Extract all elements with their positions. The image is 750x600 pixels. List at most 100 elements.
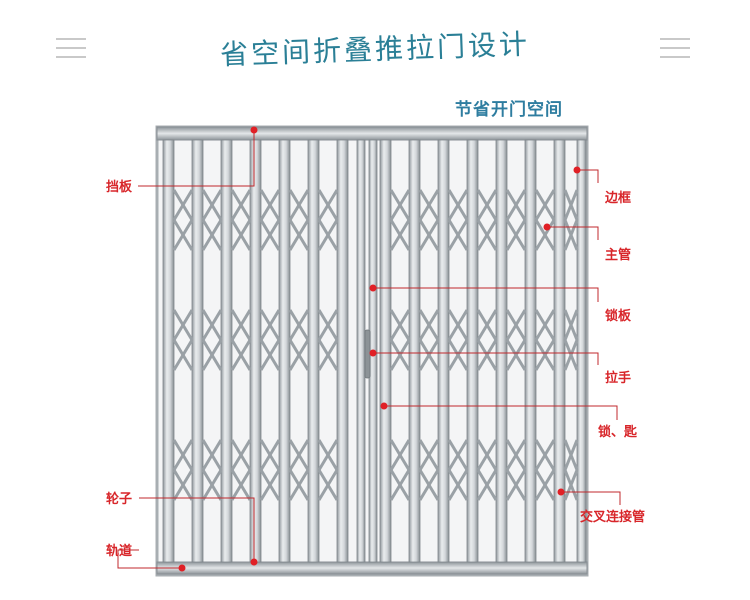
cross-link [447,469,469,501]
cross-link [201,219,223,251]
callout-handle-line [373,352,599,365]
cross-link [418,339,440,371]
cross-link [447,439,469,471]
cross-link [476,189,498,221]
door-handle [364,329,371,379]
vertical-bar [307,139,320,563]
cross-link [476,439,498,471]
cross-link [288,439,310,471]
cross-link [201,439,223,471]
label-wheel: 轮子 [106,492,133,507]
cross-link [230,339,252,371]
cross-link [389,469,411,501]
callout-main-tube-line [547,226,599,240]
callout-track-dot [178,564,186,572]
cross-link [534,339,556,371]
cross-link [563,189,579,221]
cross-link [534,219,556,251]
cross-link [505,469,527,501]
vertical-bar [278,139,291,563]
cross-link [389,439,411,471]
callout-track-line [117,549,182,569]
callout-lock-key-line [384,405,618,420]
cross-link [389,339,411,371]
cross-link [288,219,310,251]
cross-link [447,219,469,251]
cross-link [288,189,310,221]
callout-baffle-dot [250,126,258,134]
menu-right-icon [660,36,690,60]
cross-link [172,439,194,471]
cross-link [317,339,339,371]
cross-link [259,309,281,341]
vertical-bar [524,139,537,563]
cross-link [563,309,579,341]
cross-link [418,219,440,251]
cross-link [505,189,527,221]
cross-link [563,339,579,371]
cross-link [317,189,339,221]
callout-lock-key-dot [380,402,388,410]
cross-link [201,469,223,501]
cross-link [505,439,527,471]
callout-handle-dot [369,349,377,357]
cross-link [563,219,579,251]
cross-link [476,469,498,501]
cross-link [259,219,281,251]
cross-link [259,439,281,471]
cross-link [505,309,527,341]
callout-baffle-line [138,130,255,187]
right-frame-post [576,139,587,563]
label-track: 轨道 [106,544,133,559]
label-main-tube: 主管 [605,248,632,263]
cross-link [288,469,310,501]
cross-link [534,189,556,221]
cross-link [389,219,411,251]
cross-link [418,309,440,341]
cross-link [563,439,579,471]
cross-link [418,469,440,501]
callout-cross-tube-line [561,491,621,505]
vertical-bar [466,139,479,563]
cross-link [201,309,223,341]
cross-link [563,469,579,501]
menu-left-icon [56,36,86,60]
cross-link [317,439,339,471]
vertical-bar [408,139,421,563]
cross-link [201,189,223,221]
callout-lines [117,126,621,572]
cross-link [288,309,310,341]
cross-link [259,339,281,371]
cross-link [534,469,556,501]
cross-link [447,309,469,341]
vertical-bar [336,139,349,563]
cross-link [505,339,527,371]
cross-link [389,309,411,341]
cross-link [418,189,440,221]
cross-link [230,219,252,251]
cross-link [172,189,194,221]
callout-frame-line [577,169,599,183]
center-post-left [356,139,366,563]
callout-wheel-line [139,497,255,562]
top-rail [156,126,588,141]
cross-link [230,309,252,341]
cross-link [447,339,469,371]
cross-link [259,469,281,501]
cross-link [317,219,339,251]
cross-link [172,469,194,501]
vertical-bar [162,139,175,563]
label-lock-key: 锁、匙 [598,425,638,440]
cross-link [534,309,556,341]
callout-cross-tube-dot [557,488,565,496]
cross-link [505,219,527,251]
vertical-bar [553,139,566,563]
cross-link [476,309,498,341]
vertical-bar [191,139,204,563]
label-baffle: 挡板 [106,180,133,195]
cross-link [317,469,339,501]
cross-link [172,219,194,251]
cross-link [230,469,252,501]
subtitle: 节省开门空间 [455,100,563,120]
